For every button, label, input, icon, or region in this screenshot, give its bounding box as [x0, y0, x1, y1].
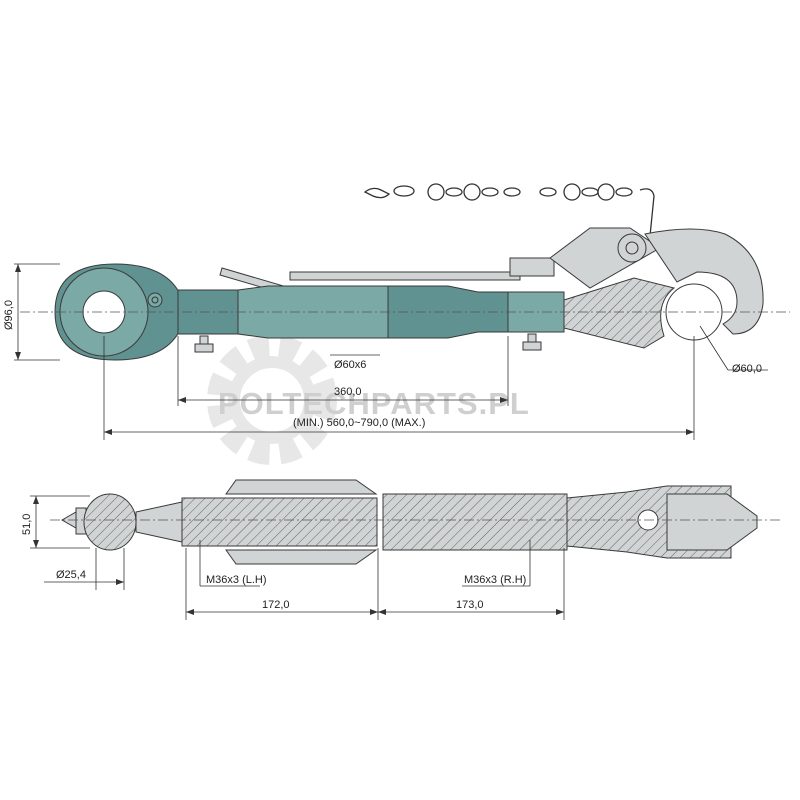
dim-hook-diameter: Ø60,0 [732, 363, 762, 375]
tube-body [177, 257, 565, 339]
section-dimensions: 51,0 Ø25,4 M36x3 (L.H) M36x3 (R.H) 172,0… [21, 495, 565, 620]
dim-right-thread: M36x3 (R.H) [464, 574, 526, 586]
quick-hitch-hook [549, 227, 764, 349]
dim-tube-length: 360,0 [334, 386, 362, 398]
dim-tube: Ø60x6 [334, 359, 366, 371]
body-section [181, 479, 758, 565]
dim-left-thread: M36x3 (L.H) [206, 574, 267, 586]
lock-nuts [194, 333, 542, 353]
safety-chain [363, 183, 655, 237]
top-dimensions: Ø96,0 Ø60x6 360,0 (MIN.) 560,0~790,0 (MA… [3, 263, 768, 440]
watermark-text: POLTECHPARTS.PL [218, 386, 530, 421]
dim-eye-diameter: Ø96,0 [3, 300, 15, 330]
section-view: 51,0 Ø25,4 M36x3 (L.H) M36x3 (R.H) 172,0… [21, 479, 780, 620]
dim-overall-length: (MIN.) 560,0~790,0 (MAX.) [293, 417, 425, 429]
dim-ball-bore: Ø25,4 [56, 569, 86, 581]
dim-right-length: 173,0 [456, 599, 484, 611]
dim-ball-width: 51,0 [21, 514, 33, 535]
dim-left-length: 172,0 [262, 599, 290, 611]
ball-joint [60, 493, 183, 551]
top-view: Ø96,0 Ø60x6 360,0 (MIN.) 560,0~790,0 (MA… [3, 183, 790, 440]
